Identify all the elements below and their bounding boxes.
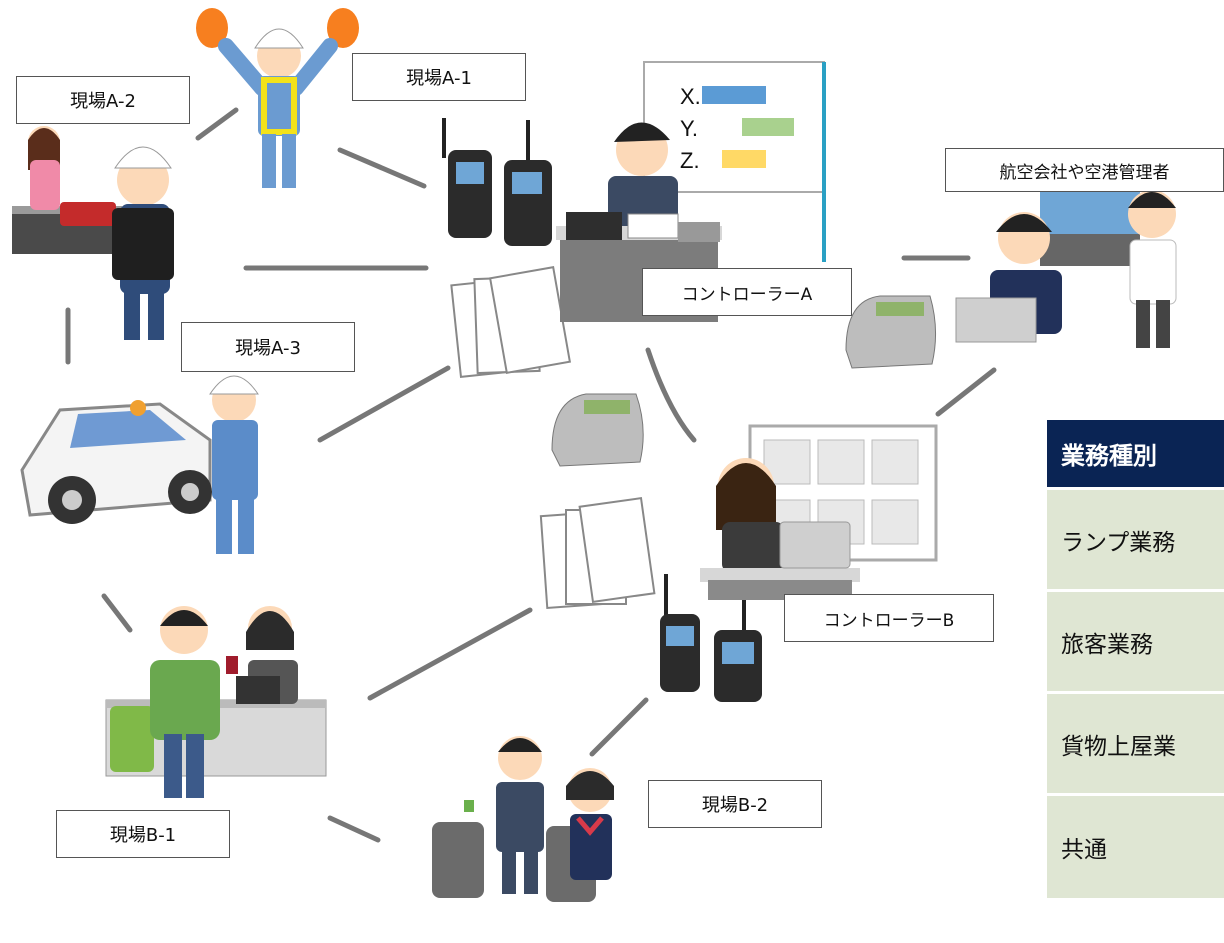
radio-pair-a-illustration (442, 118, 552, 246)
label-controller-b: コントローラーB (784, 594, 994, 642)
whiteboard-letter-z: Z. (680, 148, 700, 173)
radio-pair-b-illustration (660, 574, 762, 702)
whiteboard-bar-x (702, 86, 766, 104)
label-airline-manager: 航空会社や空港管理者 (945, 148, 1224, 192)
label-site-a1: 現場A-1 (352, 53, 526, 101)
site-b2-gate-staff-illustration (432, 736, 614, 902)
site-a3-tug-vehicle-illustration (20, 375, 259, 554)
controller-b-desk-illustration (700, 424, 938, 600)
label-site-b1: 現場B-1 (56, 810, 230, 858)
documents-b-illustration (539, 497, 656, 609)
label-site-a3: 現場A-3 (181, 322, 355, 372)
label-site-a2: 現場A-2 (16, 76, 190, 124)
label-site-b2: 現場B-2 (648, 780, 822, 828)
business-type-table: 業務種別 ランプ業務 旅客業務 貨物上屋業 共通 (1047, 420, 1224, 898)
telephone-b-illustration (551, 393, 644, 467)
documents-a-illustration (450, 266, 572, 378)
site-a1-flagger-illustration (196, 8, 359, 188)
airline-manager-illustration (955, 184, 1177, 348)
table-row-cargo: 貨物上屋業 (1047, 694, 1224, 796)
label-controller-a: コントローラーA (642, 268, 852, 316)
table-row-ramp: ランプ業務 (1047, 490, 1224, 592)
table-row-common: 共通 (1047, 796, 1224, 898)
site-b1-checkin-counter-illustration (105, 606, 327, 798)
whiteboard-bar-z (722, 150, 766, 168)
whiteboard-letter-x: X. (680, 84, 701, 109)
whiteboard-letter-y: Y. (680, 116, 698, 141)
connector-lines (65, 107, 997, 843)
whiteboard-bar-y (742, 118, 794, 136)
table-row-passenger: 旅客業務 (1047, 592, 1224, 694)
site-a2-baggage-worker-illustration (12, 126, 174, 340)
table-header: 業務種別 (1047, 420, 1224, 490)
telephone-a-illustration (845, 295, 937, 369)
